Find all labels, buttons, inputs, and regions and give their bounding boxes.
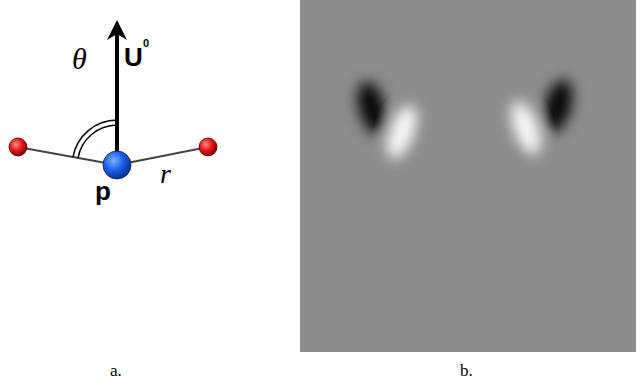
red-atom bbox=[9, 138, 27, 156]
panel-label: a. bbox=[110, 362, 122, 379]
bright-lobe bbox=[505, 98, 547, 159]
dark-lobe bbox=[538, 77, 577, 136]
molecule-diagram bbox=[9, 24, 217, 179]
dark-lobe bbox=[352, 79, 391, 138]
angle-symbol: θ bbox=[72, 44, 87, 74]
angle-arc bbox=[73, 120, 117, 157]
red-atom bbox=[199, 138, 217, 156]
direction-arrow bbox=[115, 24, 119, 152]
bond-line bbox=[18, 147, 117, 165]
distance-label: r bbox=[160, 160, 171, 188]
bright-lobe bbox=[381, 102, 423, 163]
map-ground bbox=[300, 0, 636, 352]
grayscale-map bbox=[300, 0, 636, 352]
superscript: 0 bbox=[143, 38, 149, 49]
vector-label: U bbox=[124, 44, 143, 70]
blue-atom bbox=[103, 151, 131, 179]
point-label: p bbox=[95, 178, 111, 204]
panel-label: b. bbox=[460, 362, 473, 379]
